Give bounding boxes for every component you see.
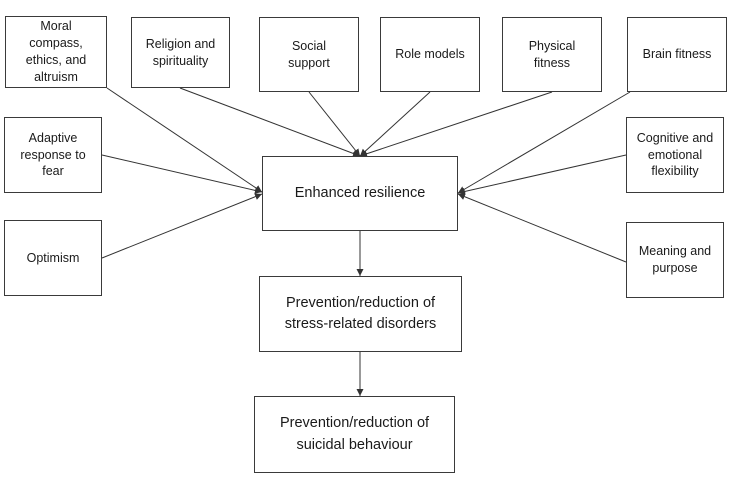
factor-label-meaning-purpose: Meaning and purpose [638,244,712,275]
arrow-physical-to-resilience [359,91,553,158]
factor-box-meaning-purpose: Meaning and purpose [626,222,724,298]
factor-box-social-support: Social support [259,17,359,92]
factor-box-religion: Religion and spirituality [131,17,230,88]
stress-disorders-box: Prevention/reduction of stress-related d… [259,276,462,352]
arrow-moral-to-resilience [106,87,263,193]
factor-label-cognitive-flexibility: Cognitive and emotional flexibility [636,130,714,179]
arrow-optimism-to-resilience [101,193,263,259]
arrow-cognitive-to-resilience [457,154,627,195]
resilience-box: Enhanced resilience [262,156,458,231]
factor-box-cognitive-flexibility: Cognitive and emotional flexibility [626,117,724,193]
factor-box-brain-fitness: Brain fitness [627,17,727,92]
factor-label-religion: Religion and spirituality [145,36,216,68]
resilience-label: Enhanced resilience [294,184,426,201]
suicidal-behaviour-box: Prevention/reduction of suicidal behavio… [254,396,455,473]
factor-label-social-support: Social support [288,38,330,70]
arrow-brain-to-resilience [457,91,631,194]
factor-box-moral-compass: Moral compass, ethics, and altruism [5,16,107,88]
suicidal-behaviour-label: Prevention/reduction of suicidal behavio… [279,415,430,453]
arrow-adaptive-to-resilience [101,154,263,194]
factor-box-optimism: Optimism [4,220,102,296]
arrow-religion-to-resilience [179,87,361,157]
factor-box-physical-fitness: Physical fitness [502,17,602,92]
arrow-role-to-resilience [359,91,431,157]
factor-box-role-models: Role models [380,17,480,92]
factor-label-moral-compass: Moral compass, ethics, and altruism [25,19,87,84]
factor-label-role-models: Role models [395,47,465,62]
stress-disorders-label: Prevention/reduction of stress-related d… [284,294,437,332]
factor-label-optimism: Optimism [26,250,80,265]
arrow-social-to-resilience [308,91,361,157]
arrow-meaning-to-resilience [457,193,627,263]
factor-box-adaptive-response: Adaptive response to fear [4,117,102,193]
factor-label-adaptive-response: Adaptive response to fear [20,130,86,179]
factor-label-physical-fitness: Physical fitness [528,38,576,70]
factor-label-brain-fitness: Brain fitness [642,47,712,62]
